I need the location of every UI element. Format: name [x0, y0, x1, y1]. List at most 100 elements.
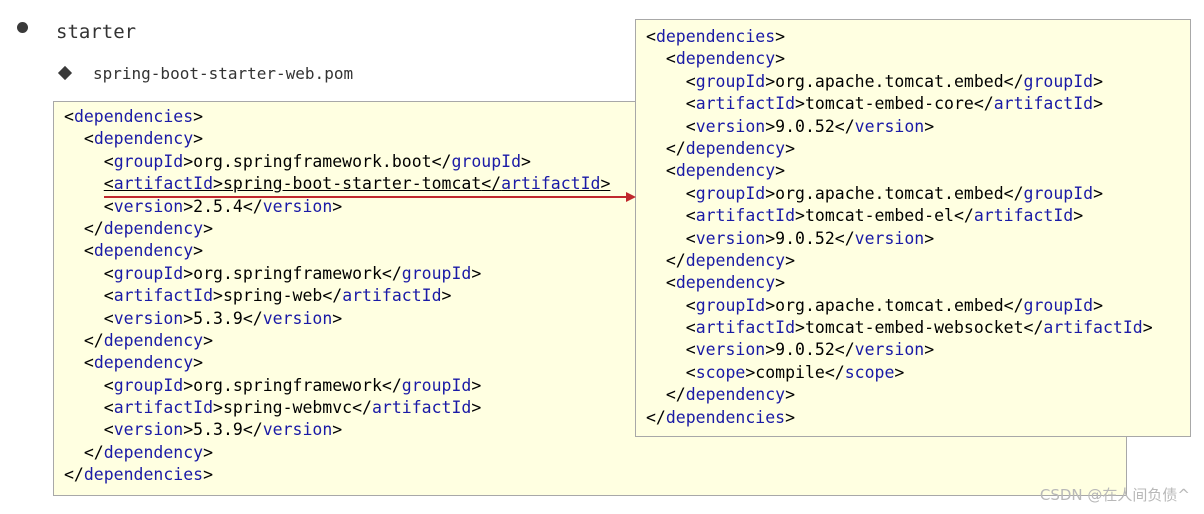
- code-indent: [646, 273, 666, 292]
- right-code-line: <version>9.0.52</version>: [646, 228, 1190, 250]
- code-content: </dependency>: [665, 138, 796, 158]
- code-content: <scope>compile</scope>: [685, 362, 905, 382]
- left-code-line: <artifactId>spring-webmvc</artifactId>: [64, 397, 1126, 419]
- right-code-line: <version>9.0.52</version>: [646, 116, 1190, 138]
- xml-tag-name: version: [854, 340, 925, 360]
- xml-tag-name: groupId: [113, 151, 184, 171]
- right-code-line: <dependencies>: [646, 26, 1190, 48]
- xml-tag-name: dependencies: [665, 407, 786, 427]
- xml-tag-name: artifactId: [1043, 318, 1143, 338]
- code-indent: [64, 309, 104, 328]
- left-code-line: <groupId>org.springframework</groupId>: [64, 263, 1126, 285]
- code-indent: [646, 251, 666, 270]
- xml-tag-name: dependencies: [655, 27, 776, 46]
- right-code-line: <groupId>org.apache.tomcat.embed</groupI…: [646, 295, 1190, 317]
- code-content: <version>9.0.52</version>: [685, 228, 935, 248]
- left-code-line: <groupId>org.springframework.boot</group…: [64, 151, 1126, 173]
- right-code-line: <artifactId>tomcat-embed-el</artifactId>: [646, 205, 1190, 227]
- code-indent: [64, 174, 104, 193]
- xml-tag-name: groupId: [1023, 183, 1094, 203]
- xml-value: org.springframework: [193, 263, 382, 283]
- xml-tag-name: artifactId: [695, 318, 796, 338]
- code-content: <groupId>org.springframework.boot</group…: [103, 151, 531, 171]
- code-content: <groupId>org.apache.tomcat.embed</groupI…: [685, 71, 1104, 91]
- left-code-line: <groupId>org.springframework</groupId>: [64, 375, 1126, 397]
- left-code-line: </dependency>: [64, 330, 1126, 352]
- code-content: <groupId>org.springframework</groupId>: [103, 375, 482, 395]
- code-content: <dependency>: [665, 49, 786, 69]
- section-heading: starter: [56, 21, 137, 43]
- left-code-line: <version>5.3.9</version>: [64, 419, 1126, 441]
- left-code-line: <dependency>: [64, 128, 1126, 150]
- xml-tag-name: dependency: [93, 241, 194, 261]
- xml-tag-name: dependency: [675, 161, 776, 181]
- xml-tag-name: artifactId: [342, 286, 442, 306]
- xml-value: tomcat-embed-websocket: [804, 318, 1024, 338]
- code-content: <artifactId>tomcat-embed-websocket</arti…: [685, 318, 1153, 338]
- code-indent: [64, 376, 104, 395]
- xml-tag-name: version: [113, 196, 184, 216]
- xml-tag-name: groupId: [1023, 71, 1094, 91]
- xml-tag-name: artifactId: [113, 398, 214, 418]
- left-code-line: </dependency>: [64, 442, 1126, 464]
- xml-tag-name: version: [262, 308, 333, 328]
- xml-tag-name: dependency: [685, 385, 786, 405]
- code-content: </dependency>: [83, 330, 214, 350]
- xml-value: 5.3.9: [193, 308, 243, 328]
- left-code-line: <artifactId>spring-boot-starter-tomcat</…: [64, 173, 1126, 195]
- code-indent: [64, 353, 84, 372]
- xml-value: spring-boot-starter-tomcat: [222, 174, 482, 194]
- code-indent: [646, 318, 686, 337]
- code-content: <groupId>org.apache.tomcat.embed</groupI…: [685, 295, 1104, 315]
- xml-tag-name: version: [262, 196, 333, 216]
- xml-tag-name: artifactId: [993, 94, 1094, 114]
- right-code-line: <artifactId>tomcat-embed-websocket</arti…: [646, 317, 1190, 339]
- code-indent: [646, 117, 686, 136]
- file-name-label: spring-boot-starter-web.pom: [93, 64, 354, 83]
- xml-tag-name: scope: [695, 362, 746, 382]
- xml-value: 9.0.52: [775, 116, 835, 136]
- code-indent: [646, 139, 666, 158]
- watermark: CSDN @在人间负债^: [1039, 486, 1190, 504]
- right-code-line: </dependency>: [646, 138, 1190, 160]
- left-code-line: <dependencies>: [64, 106, 1126, 128]
- code-indent: [646, 385, 666, 404]
- code-indent: [64, 286, 104, 305]
- code-content: <groupId>org.apache.tomcat.embed</groupI…: [685, 183, 1104, 203]
- right-code-line: <dependency>: [646, 272, 1190, 294]
- code-content: </dependencies>: [64, 465, 214, 485]
- xml-tag-name: dependencies: [83, 465, 204, 485]
- code-content: <dependency>: [83, 129, 204, 149]
- code-content: <version>9.0.52</version>: [685, 340, 935, 360]
- code-indent: [64, 219, 84, 238]
- xml-tag-name: dependencies: [73, 107, 194, 126]
- xml-tag-name: version: [854, 228, 925, 248]
- xml-tag-name: groupId: [451, 151, 522, 171]
- xml-tag-name: dependency: [93, 129, 194, 149]
- xml-tag-name: artifactId: [113, 286, 214, 306]
- code-content: <version>2.5.4</version>: [103, 196, 343, 216]
- left-code-line: </dependencies>: [64, 464, 1126, 486]
- diamond-bullet-icon: [57, 65, 73, 81]
- code-indent: [646, 363, 686, 382]
- code-indent: [646, 206, 686, 225]
- code-content: <artifactId>spring-web</artifactId>: [103, 286, 452, 306]
- xml-tag-name: version: [854, 116, 925, 136]
- code-indent: [646, 229, 686, 248]
- left-code-line: </dependency>: [64, 218, 1126, 240]
- xml-value: 2.5.4: [193, 196, 243, 216]
- code-indent: [646, 184, 686, 203]
- xml-value: spring-webmvc: [222, 398, 353, 418]
- code-content: <dependency>: [665, 273, 786, 293]
- xml-value: org.springframework.boot: [193, 151, 432, 171]
- xml-tag-name: groupId: [401, 263, 472, 283]
- code-indent: [64, 398, 104, 417]
- xml-tag-name: groupId: [1023, 295, 1094, 315]
- xml-tag-name: version: [695, 340, 766, 360]
- code-content: <dependencies>: [646, 27, 786, 46]
- left-code-line: <dependency>: [64, 352, 1126, 374]
- right-code-block: <dependencies> <dependency> <groupId>org…: [635, 19, 1191, 437]
- code-indent: [646, 296, 686, 315]
- xml-tag-name: dependency: [103, 442, 204, 462]
- xml-tag-name: dependency: [675, 273, 776, 293]
